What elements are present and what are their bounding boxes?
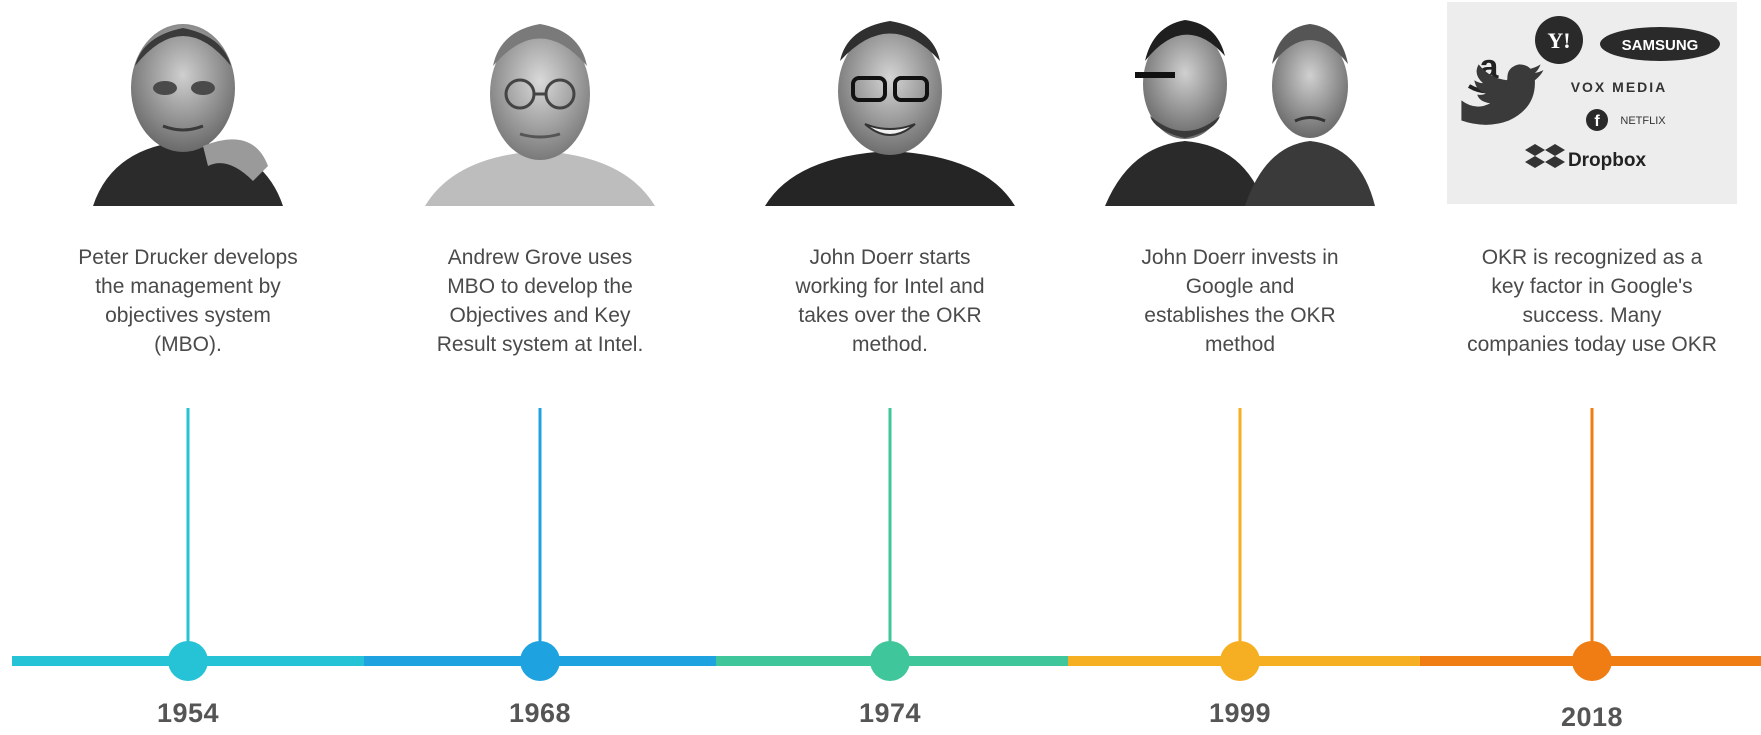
timeline-stem — [186, 408, 190, 660]
event-year: 1999 — [1208, 698, 1272, 728]
facebook-logo-icon: f — [1586, 109, 1608, 131]
timeline-event-1974: John Doerr starts working for Intel and … — [740, 0, 1040, 735]
event-text-line: method. — [852, 333, 928, 356]
timeline-marker[interactable] — [1220, 641, 1260, 681]
facebook-logo-text: f — [1594, 113, 1600, 130]
timeline-marker[interactable] — [1572, 641, 1612, 681]
event-year: 2018 — [1560, 702, 1624, 732]
event-text-line: working for Intel and — [795, 275, 985, 298]
timeline-event-1954: Peter Drucker develops the management by… — [38, 0, 338, 735]
event-text-line: Objectives and Key — [449, 304, 631, 327]
dropbox-logo-icon: Dropbox — [1525, 144, 1646, 171]
event-text-line: key factor in Google's — [1491, 275, 1693, 298]
event-text-line: Result system at Intel. — [436, 333, 644, 356]
yahoo-logo-icon: Y! — [1535, 16, 1583, 64]
timeline-stem — [1590, 408, 1594, 660]
timeline-stem — [1238, 408, 1242, 660]
company-logos-collage: Y! SAMSUNG a VOX MEDIA f NETFLIX Dropbox — [1447, 2, 1737, 204]
event-text-line: takes over the OKR — [798, 304, 982, 327]
yahoo-logo-text: Y! — [1547, 28, 1570, 53]
portrait-photo-john-doerr — [755, 6, 1025, 206]
timeline-marker[interactable] — [870, 641, 910, 681]
event-text-line: objectives system — [105, 304, 271, 327]
twitter-logo-icon — [1461, 64, 1544, 125]
event-text-line: OKR is recognized as a — [1481, 246, 1703, 269]
timeline-event-1968: Andrew Grove uses MBO to develop the Obj… — [390, 0, 690, 735]
event-text-line: success. Many — [1522, 304, 1662, 327]
event-year: 1968 — [508, 698, 572, 728]
event-text-line: Andrew Grove uses — [447, 246, 633, 269]
timeline-stem — [538, 408, 542, 660]
event-text-line: establishes the OKR — [1144, 304, 1336, 327]
timeline-stem — [888, 408, 892, 660]
event-text-line: the management by — [95, 275, 281, 298]
event-text-line: method — [1204, 333, 1276, 356]
portrait-photo-google-founders — [1105, 6, 1375, 206]
timeline-marker[interactable] — [168, 641, 208, 681]
timeline-event-1999: John Doerr invests in Google and establi… — [1090, 0, 1390, 735]
samsung-logo-icon: SAMSUNG — [1600, 27, 1720, 61]
event-text-line: companies today use OKR — [1467, 333, 1717, 356]
dropbox-logo-text: Dropbox — [1568, 150, 1647, 171]
event-text-line: MBO to develop the — [447, 275, 633, 298]
event-text-line: (MBO). — [154, 333, 222, 356]
samsung-logo-text: SAMSUNG — [1622, 37, 1699, 54]
event-text-line: Peter Drucker develops — [78, 246, 298, 269]
netflix-logo-text: NETFLIX — [1620, 115, 1666, 127]
event-year: 1974 — [858, 698, 922, 728]
vox-media-logo-text: VOX MEDIA — [1571, 79, 1668, 95]
event-text-line: Google and — [1185, 275, 1295, 298]
timeline-event-2018: OKR is recognized as a key factor in Goo… — [1442, 0, 1742, 735]
event-text-line: John Doerr starts — [809, 246, 971, 269]
event-year: 1954 — [156, 698, 220, 728]
event-text-line: John Doerr invests in — [1141, 246, 1339, 269]
portrait-photo-andrew-grove — [405, 6, 675, 206]
timeline-marker[interactable] — [520, 641, 560, 681]
portrait-photo-peter-drucker — [53, 6, 323, 206]
